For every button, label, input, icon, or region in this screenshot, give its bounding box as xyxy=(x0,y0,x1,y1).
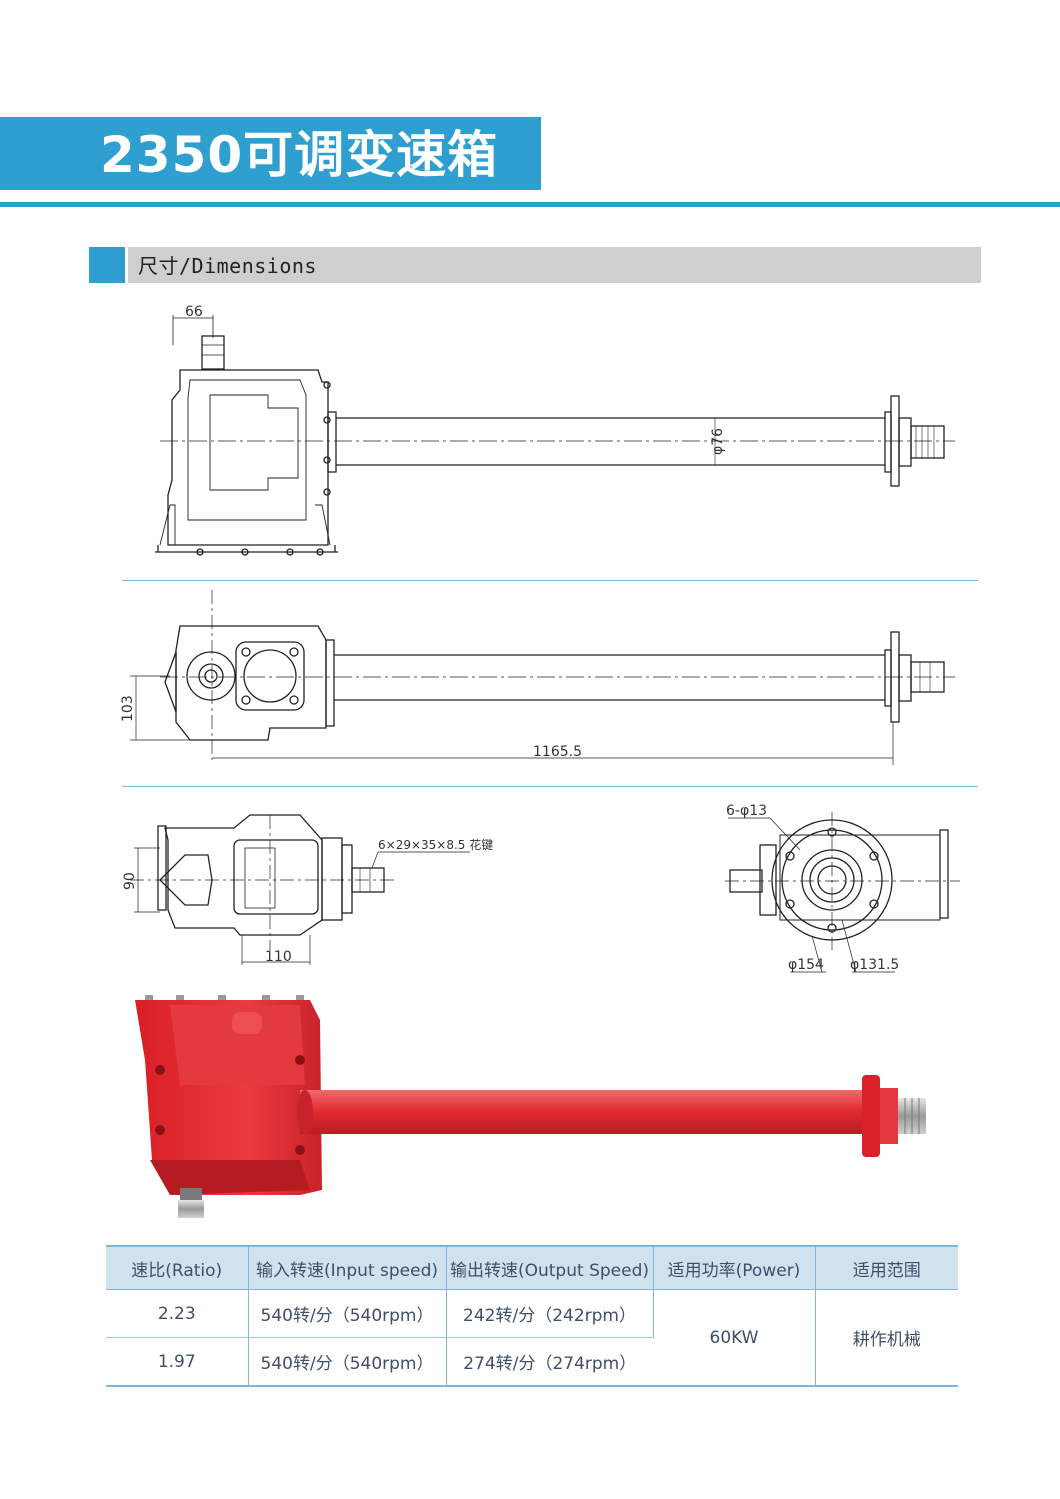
dim-103: 103 xyxy=(120,695,136,722)
cell-ratio: 2.23 xyxy=(106,1289,249,1338)
holes-spec: 6-φ13 xyxy=(726,803,767,819)
spec-table: 速比(Ratio) 输入转速(Input speed) 输出转速(Output … xyxy=(106,1245,958,1387)
dim-1165: 1165.5 xyxy=(533,744,582,760)
dim-90: 90 xyxy=(122,872,138,890)
dim-131: φ131.5 xyxy=(850,957,899,973)
front-view xyxy=(130,814,470,965)
cell-output-speed: 242转/分（242rpm） xyxy=(446,1289,654,1338)
section-bar xyxy=(128,247,981,283)
cell-application: 耕作机械 xyxy=(815,1289,958,1387)
dim-66: 66 xyxy=(185,304,203,320)
table-row: 1.97 540转/分（540rpm） 274转/分（274rpm） xyxy=(106,1337,958,1387)
cell-input-speed: 540转/分（540rpm） xyxy=(248,1337,447,1387)
table-row: 2.23 540转/分（540rpm） 242转/分（242rpm） 60KW … xyxy=(106,1289,958,1387)
title-rule xyxy=(0,202,1060,207)
header-output-speed: 输出转速(Output Speed) xyxy=(446,1245,654,1290)
cell-power: 60KW xyxy=(653,1289,816,1387)
table-header-row: 速比(Ratio) 输入转速(Input speed) 输出转速(Output … xyxy=(106,1245,958,1290)
header-ratio: 速比(Ratio) xyxy=(106,1245,249,1290)
drawing-divider-1 xyxy=(122,580,978,581)
title-banner xyxy=(0,117,541,190)
section-heading: 尺寸/Dimensions xyxy=(138,254,317,278)
page-title: 2350可调变速箱 xyxy=(100,126,499,184)
dim-110: 110 xyxy=(265,949,292,965)
header-input-speed: 输入转速(Input speed) xyxy=(248,1245,447,1290)
dim-154: φ154 xyxy=(788,957,824,973)
dim-76: φ76 xyxy=(710,428,726,455)
top-view xyxy=(130,590,955,765)
flange-view xyxy=(725,812,960,973)
side-view xyxy=(155,315,955,556)
header-power: 适用功率(Power) xyxy=(653,1245,816,1290)
header-application: 适用范围 xyxy=(815,1245,958,1290)
drawing-divider-2 xyxy=(122,786,978,787)
product-image xyxy=(135,995,926,1218)
cell-input-speed: 540转/分（540rpm） xyxy=(248,1289,447,1338)
cell-output-speed: 274转/分（274rpm） xyxy=(446,1337,653,1387)
spline-spec: 6×29×35×8.5 花键 xyxy=(378,837,493,852)
section-marker xyxy=(89,247,125,283)
cell-ratio: 1.97 xyxy=(106,1337,249,1387)
